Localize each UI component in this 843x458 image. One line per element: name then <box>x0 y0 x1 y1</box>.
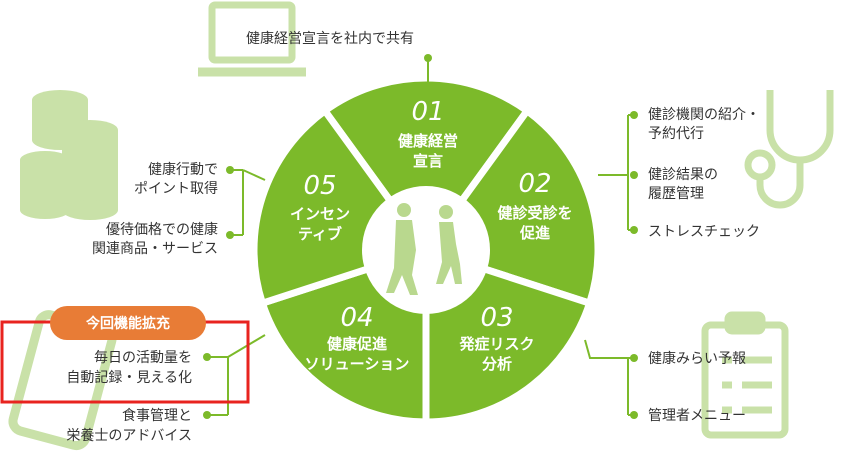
coins-icon <box>20 90 118 220</box>
left-item: 関連商品・サービス <box>92 241 218 257</box>
segment-02: 02 健診受診を 促進 <box>497 169 572 242</box>
segment-label: 分析 <box>482 355 512 373</box>
segment-04: 04 健康促進 ソリューション <box>305 303 410 373</box>
segment-number: 04 <box>340 303 373 333</box>
left-item: 優待価格での健康 <box>106 221 218 238</box>
segment-label: ソリューション <box>305 355 410 373</box>
wheel-sector-01 <box>320 74 532 256</box>
segment-05: 05 インセン ティブ <box>290 171 350 243</box>
right-item: 健診機関の紹介・ <box>648 107 760 123</box>
left-lower-item: 毎日の活動量を <box>94 350 192 366</box>
segment-label: 促進 <box>519 224 551 242</box>
right-item: ストレスチェック <box>648 224 760 240</box>
left-item: 健康行動で <box>148 161 218 178</box>
right-lower-item: 健康みらい予報 <box>648 350 746 367</box>
clipboard-icon <box>701 311 789 439</box>
segment-label: インセン <box>290 205 350 223</box>
segment-label: 健診受診を <box>497 204 572 222</box>
runners-icon <box>386 203 462 295</box>
right-lower-item: 管理者メニュー <box>648 408 746 424</box>
left-lower-item: 食事管理と <box>122 407 192 424</box>
top-item: 健康経営宣言を社内で共有 <box>246 30 414 47</box>
segment-01: 01 健康経営 宣言 <box>398 97 458 170</box>
left-lower-item: 栄養士のアドバイス <box>66 427 192 444</box>
stethoscope-icon <box>744 90 834 209</box>
segment-label: ティブ <box>298 225 342 243</box>
segment-label: 発症リスク <box>458 335 534 353</box>
right-item: 健診結果の <box>648 167 718 183</box>
laptop-icon <box>198 1 306 77</box>
left-lower-item: 自動記録・見える化 <box>66 369 192 386</box>
segment-label: 健康促進 <box>327 335 388 353</box>
segment-number: 02 <box>518 169 551 199</box>
segment-number: 01 <box>411 97 444 127</box>
segment-label: 健康経営 <box>398 132 458 150</box>
svg-text:今回機能拡充: 今回機能拡充 <box>85 315 170 332</box>
left-item: ポイント取得 <box>134 180 218 197</box>
segment-number: 05 <box>303 171 336 201</box>
right-item: 予約代行 <box>648 126 704 142</box>
segment-number: 03 <box>480 303 513 333</box>
segment-label: 宣言 <box>413 152 443 170</box>
center-circle <box>362 186 490 314</box>
new-feature-badge: 今回機能拡充 <box>50 306 206 340</box>
right-item: 履歴管理 <box>648 186 704 202</box>
connector-dots <box>203 54 638 419</box>
segment-03: 03 発症リスク 分析 <box>458 303 534 373</box>
